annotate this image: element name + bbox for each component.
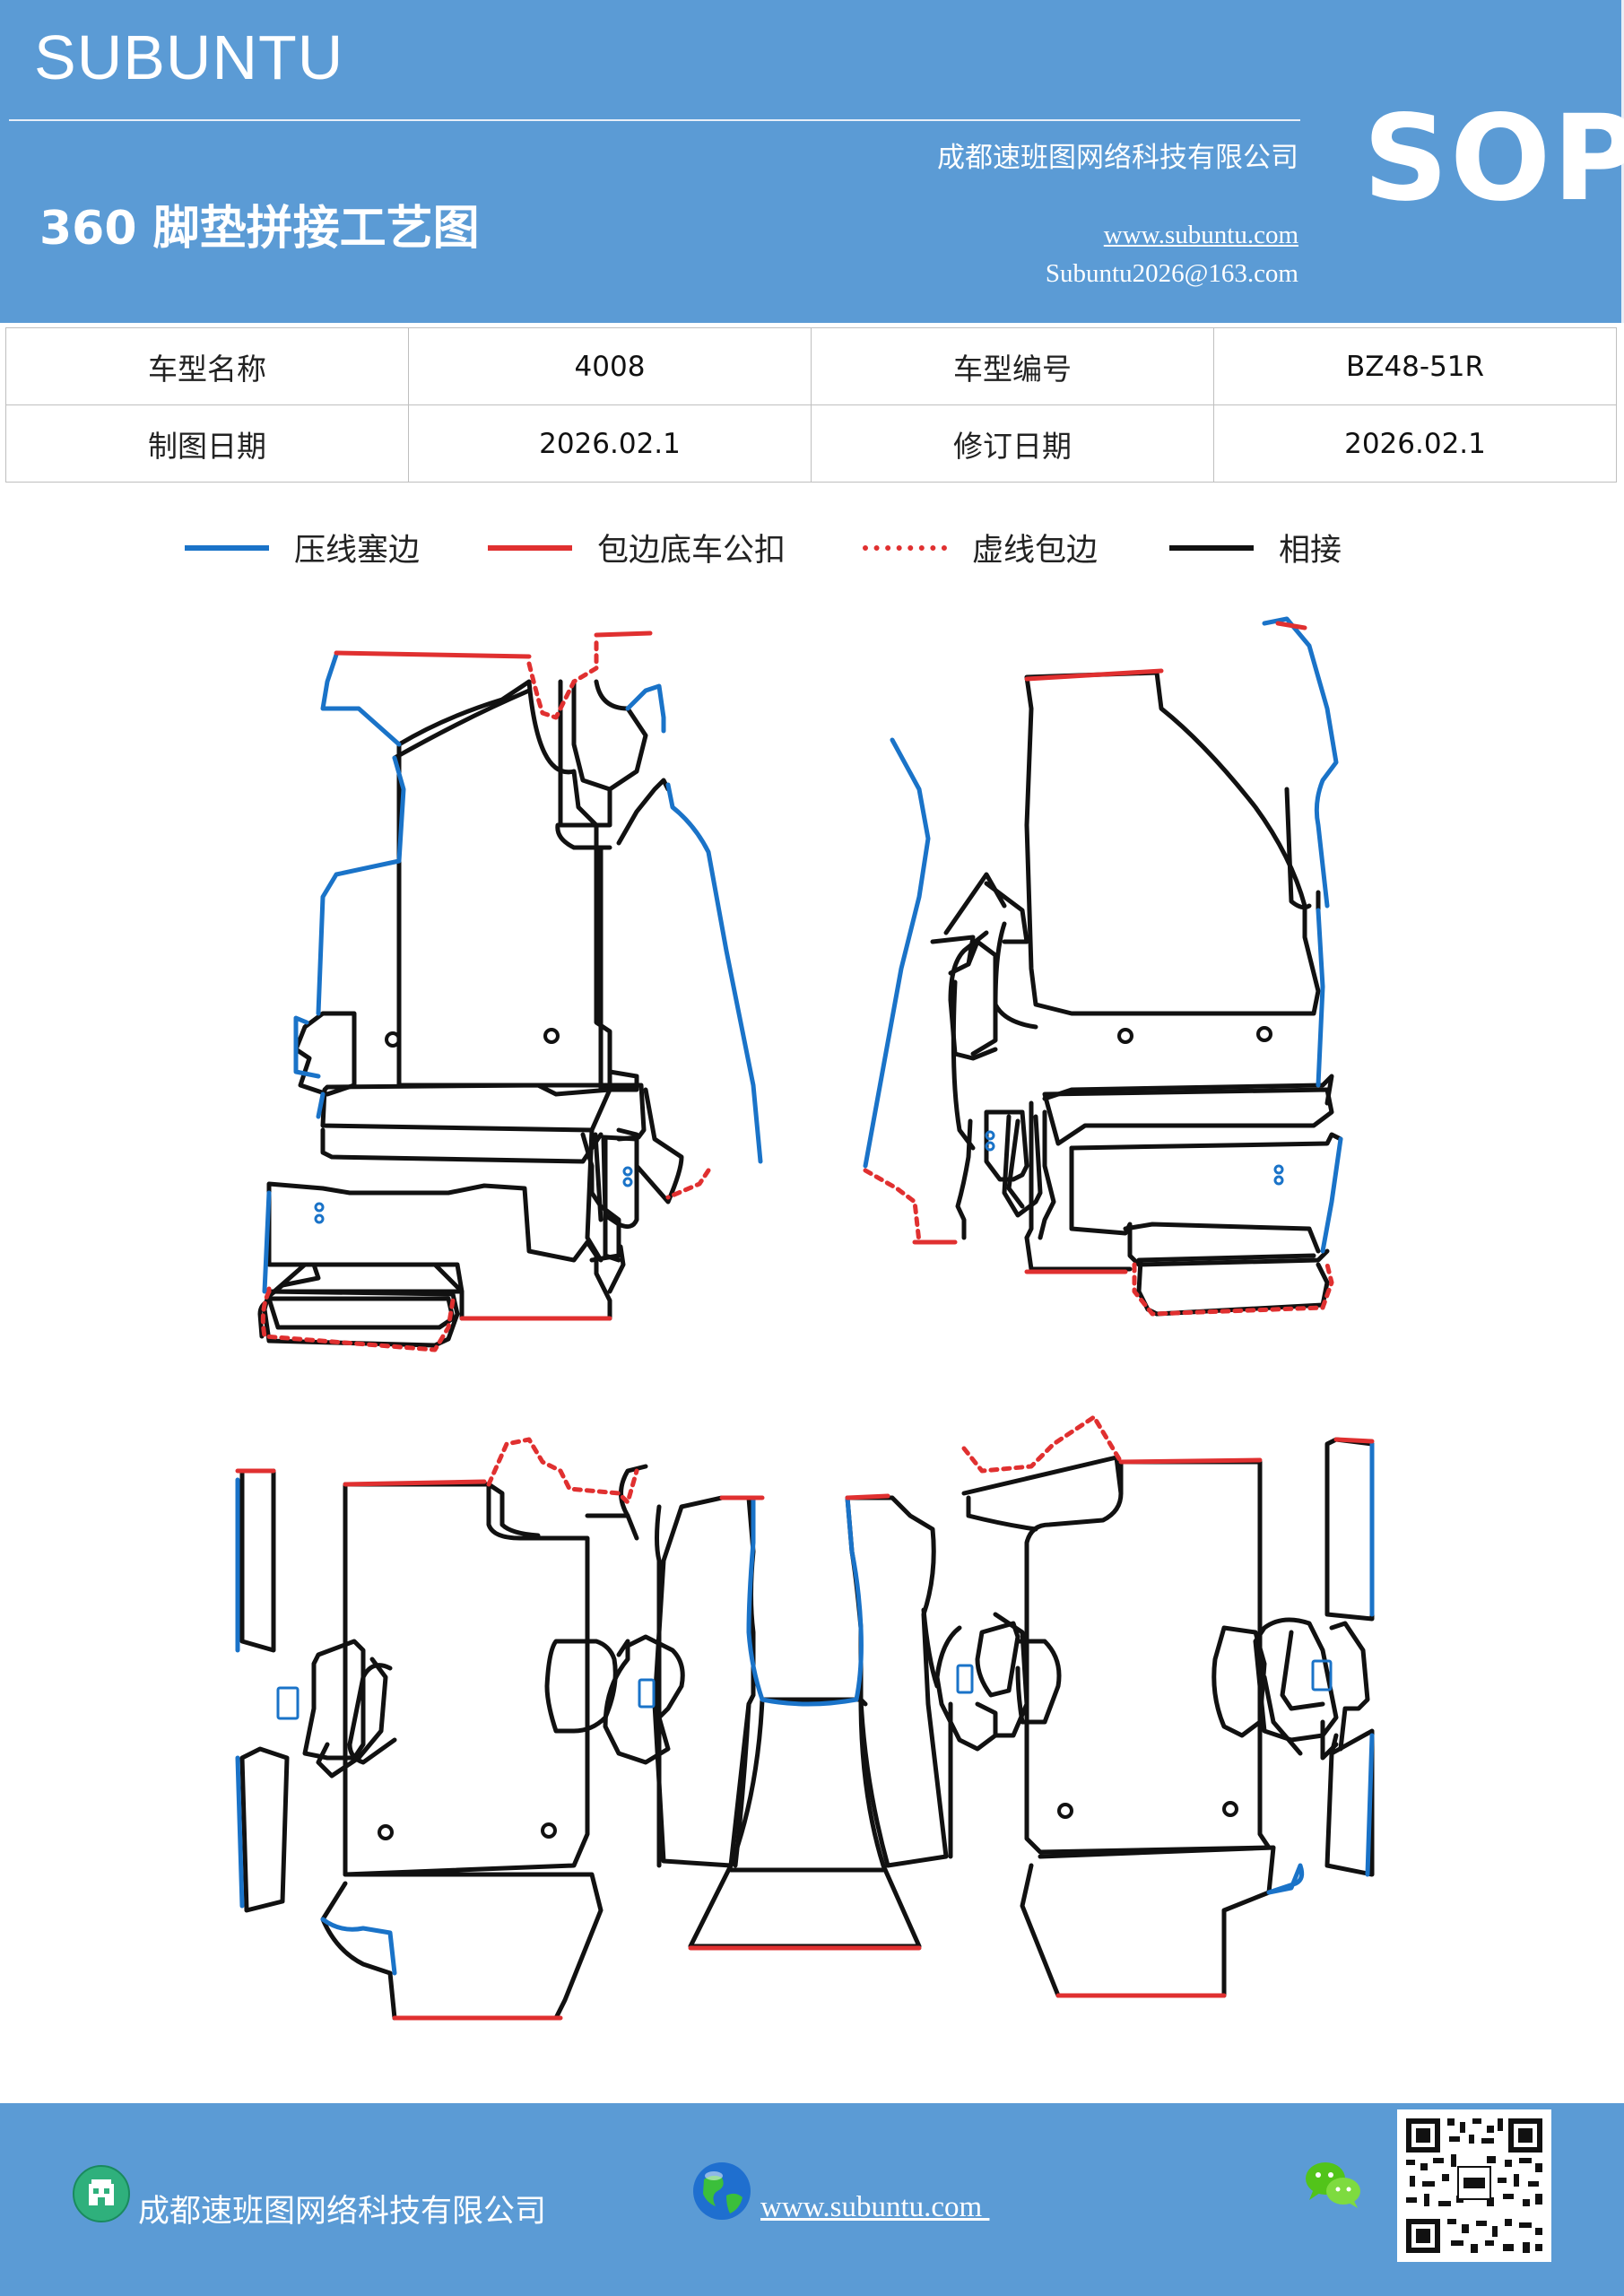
legend-item-black: 相接 xyxy=(1169,525,1342,570)
legend: 压线塞边 包边底车公扣 虚线包边 相接 xyxy=(0,525,1624,570)
footer-company: 成都速班图网络科技有限公司 xyxy=(138,2194,547,2230)
brand-name: SUBUNTU xyxy=(34,22,344,92)
footer-website-link[interactable]: www.subuntu.com xyxy=(760,2191,990,2223)
legend-item-dotted: 虚线包边 xyxy=(863,525,1098,570)
wechat-icon[interactable] xyxy=(1302,2157,1365,2214)
dotted-edges xyxy=(260,634,1334,1505)
company-name: 成都速班图网络科技有限公司 xyxy=(937,142,1298,174)
footer: 成都速班图网络科技有限公司 www.subuntu.com xyxy=(0,2103,1624,2296)
website-link[interactable]: www.subuntu.com xyxy=(1103,221,1298,249)
legend-label: 压线塞边 xyxy=(294,533,421,569)
revise-date-value: 2026.02.1 xyxy=(1213,404,1617,483)
mat-rear-right xyxy=(921,1437,1375,1998)
model-code-label: 车型编号 xyxy=(811,327,1214,405)
building-icon xyxy=(72,2164,131,2227)
red-line-swatch xyxy=(488,544,572,551)
model-name-value: 4008 xyxy=(408,327,812,405)
blue-line-swatch xyxy=(185,544,269,551)
legend-label: 相接 xyxy=(1279,533,1342,569)
info-table: 车型名称 4008 车型编号 BZ48-51R 制图日期 2026.02.1 修… xyxy=(5,327,1617,483)
clip-studs xyxy=(276,1130,1333,1720)
table-row: 制图日期 2026.02.1 修订日期 2026.02.1 xyxy=(5,404,1617,483)
black-line-swatch xyxy=(1169,544,1254,551)
legend-item-red: 包边底车公扣 xyxy=(488,525,786,570)
legend-label: 包边底车公扣 xyxy=(597,533,786,569)
mat-front-right xyxy=(930,670,1343,1317)
email-address[interactable]: Subuntu2026@163.com xyxy=(1045,259,1298,288)
header-frame xyxy=(0,0,1624,323)
legend-label: 虚线包边 xyxy=(972,533,1099,569)
draw-date-label: 制图日期 xyxy=(5,404,409,483)
mat-diagram xyxy=(235,616,1375,2021)
qr-code[interactable] xyxy=(1397,2109,1551,2266)
mat-rear-left xyxy=(239,1464,685,2021)
mat-rear-center xyxy=(652,1495,953,1949)
header-divider xyxy=(9,119,1300,121)
blue-edges xyxy=(235,616,1375,1976)
model-code-value: BZ48-51R xyxy=(1213,327,1617,405)
red-edges xyxy=(235,621,1375,2021)
mat-front-left xyxy=(257,679,684,1348)
model-name-label: 车型名称 xyxy=(5,327,409,405)
holes xyxy=(378,1026,1272,1840)
draw-date-value: 2026.02.1 xyxy=(408,404,812,483)
dotted-line-swatch xyxy=(863,544,947,551)
table-row: 车型名称 4008 车型编号 BZ48-51R xyxy=(5,327,1617,405)
legend-item-blue: 压线塞边 xyxy=(185,525,420,570)
globe-icon xyxy=(690,2160,753,2226)
document-title: 360 脚垫拼接工艺图 xyxy=(39,202,480,256)
sop-badge: SOP xyxy=(1363,90,1624,228)
header: SUBUNTU 成都速班图网络科技有限公司 360 脚垫拼接工艺图 www.su… xyxy=(0,0,1624,323)
revise-date-label: 修订日期 xyxy=(811,404,1214,483)
